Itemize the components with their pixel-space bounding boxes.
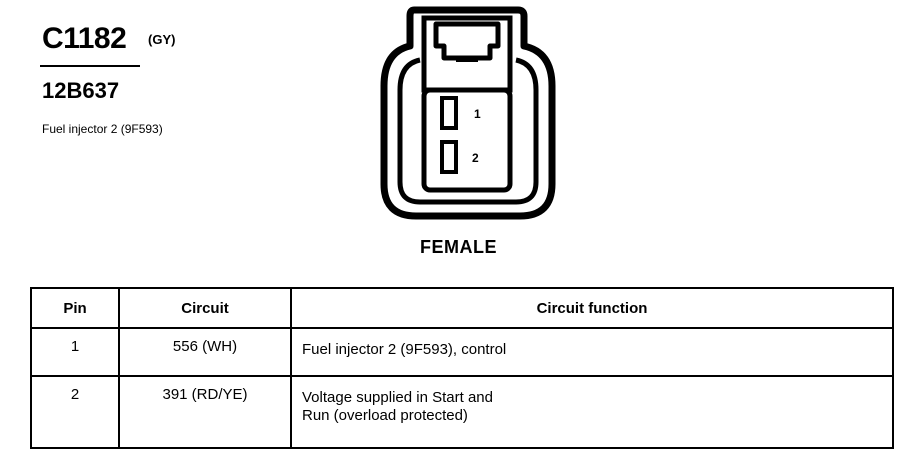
connector-face-diagram: 1 2 [380,6,556,220]
cell-circuit-function: Voltage supplied in Start and Run (overl… [290,375,894,449]
table-row: 2 391 (RD/YE) Voltage supplied in Start … [30,375,894,449]
cell-pin: 2 [30,375,120,449]
pin-2-label: 2 [472,151,479,165]
cell-circuit-function: Fuel injector 2 (9F593), control [290,327,894,377]
function-line: Fuel injector 2 (9F593), control [302,341,507,358]
table-header-row: Pin Circuit Circuit function [30,287,894,329]
cell-pin: 1 [30,327,120,377]
color-code: (GY) [148,32,176,47]
connector-id: C1182 [42,22,127,55]
header-circuit-function: Circuit function [290,287,894,329]
cell-circuit: 391 (RD/YE) [118,375,292,449]
part-number: 12B637 [42,78,120,103]
header-pin: Pin [30,287,120,329]
connector-inner-housing [397,57,539,205]
pin-table: Pin Circuit Circuit function 1 556 (WH) … [30,287,894,449]
pin-1-label: 1 [474,107,481,121]
cell-circuit: 556 (WH) [118,327,292,377]
connector-terminal-block [421,87,513,193]
header-divider [40,65,140,67]
connector-gender: FEMALE [420,237,497,257]
function-line: Voltage supplied in Start and [302,389,493,406]
pin-2-cavity [440,140,458,174]
table-row: 1 556 (WH) Fuel injector 2 (9F593), cont… [30,327,894,377]
connector-description: Fuel injector 2 (9F593) [42,122,163,136]
connector-outer-housing [380,6,556,220]
pin-1-cavity [440,96,458,130]
header-circuit: Circuit [118,287,292,329]
function-line: Run (overload protected) [302,407,468,424]
